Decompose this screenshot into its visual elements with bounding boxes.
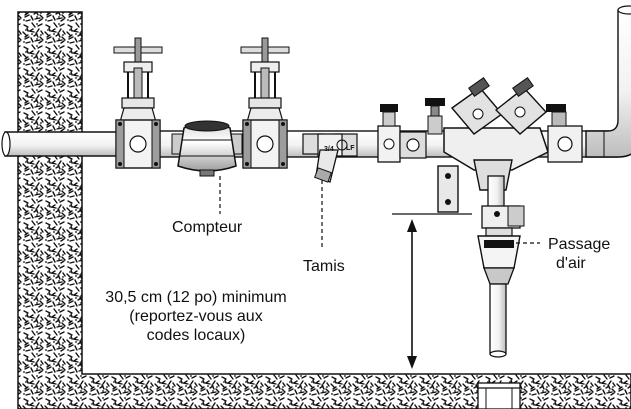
label-air-gap-line1: Passage: [548, 236, 610, 253]
gate-valve-outlet: [240, 37, 290, 169]
drain-pipe: [489, 283, 507, 355]
water-meter: [171, 120, 243, 177]
air-gap-fitting: [477, 227, 521, 285]
gate-valve-inlet: [113, 37, 163, 169]
concrete-wall-floor: [17, 11, 631, 409]
outlet-riser-pipe: [585, 5, 631, 158]
floor-drain: [477, 382, 521, 409]
label-meter: Compteur: [172, 219, 243, 236]
inlet-pipe: [1, 131, 121, 157]
clearance-dimension-arrow: [407, 219, 417, 369]
outlet-shutoff-valve: [546, 104, 583, 163]
label-clearance-line1: 30,5 cm (12 po) minimum: [105, 289, 286, 306]
label-clearance-line2: (reportez-vous aux: [129, 308, 262, 325]
shutoff-valve-1: [377, 104, 401, 163]
strainer: 3/4 LF: [302, 133, 358, 183]
label-strainer: Tamis: [303, 258, 345, 275]
mounting-bracket: [437, 165, 459, 213]
backflow-preventer: [443, 77, 549, 191]
strainer-size-mark: 3/4: [324, 146, 334, 153]
shutoff-valve-2: [399, 131, 427, 159]
relief-discharge-assembly: [481, 175, 525, 229]
strainer-lf-mark: LF: [346, 145, 355, 152]
label-air-gap-line2: d'air: [556, 255, 586, 272]
test-cock-1: [425, 98, 445, 135]
label-clearance-line3: codes locaux): [147, 327, 246, 344]
